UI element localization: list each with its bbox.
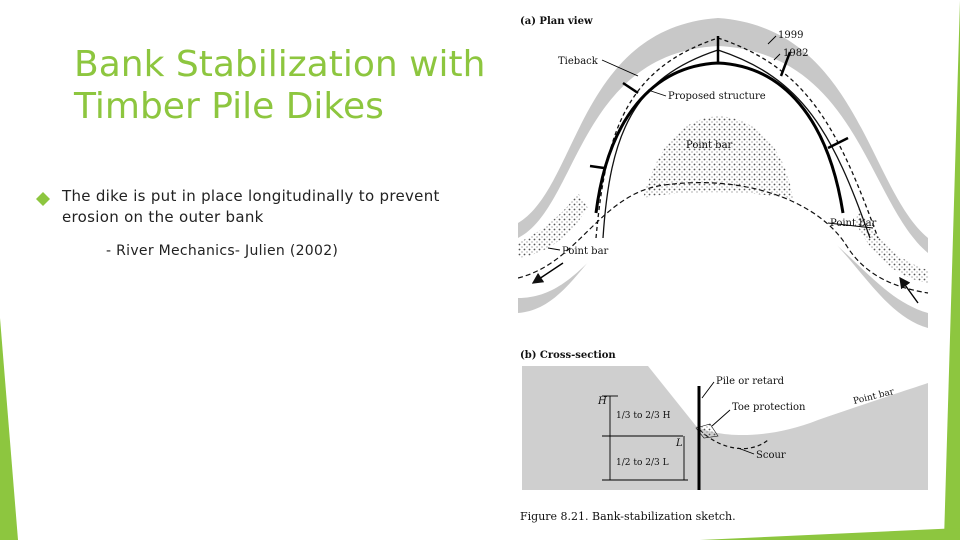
label-scour: Scour <box>756 450 786 461</box>
plan-view: (a) Plan view 1999 1982 Tieback Proposed… <box>518 16 929 328</box>
point-bar-right <box>856 208 928 283</box>
slide-title: Bank Stabilization with Timber Pile Dike… <box>74 44 494 128</box>
leader-pile <box>701 381 715 399</box>
title-line-1: Bank Stabilization with <box>74 44 486 85</box>
leader-scour <box>737 447 755 455</box>
bullet-text: The dike is put in place longitudinally … <box>62 187 440 226</box>
toe-protection <box>695 423 719 439</box>
cross-section: (b) Cross-section Pile or retard Toe pro… <box>520 350 928 523</box>
tieback-lines <box>589 36 849 170</box>
diamond-bullet-icon <box>36 192 50 206</box>
leader-point-bar-left <box>547 247 561 251</box>
label-point-bar-top: Point bar <box>686 140 733 151</box>
citation-text: - River Mechanics- Julien (2002) <box>106 243 339 259</box>
left-accent-stripe <box>0 318 18 540</box>
leader-point-bar-right <box>827 222 874 229</box>
label-1982: 1982 <box>783 48 808 59</box>
flow-arrow-right <box>899 276 919 304</box>
title-line-2: Timber Pile Dikes <box>74 86 384 127</box>
label-pile: Pile or retard <box>716 376 785 387</box>
figure-caption: Figure 8.21. Bank-stabilization sketch. <box>520 510 736 523</box>
right-accent-stripe <box>944 0 960 540</box>
label-point-bar-left: Point bar <box>562 246 609 257</box>
leader-tieback <box>601 59 639 77</box>
leader-1999 <box>767 35 777 45</box>
label-tieback: Tieback <box>558 56 599 67</box>
label-1999: 1999 <box>778 30 803 41</box>
label-point-bar-right: Point bar <box>830 218 877 229</box>
ground-profile <box>522 366 928 490</box>
leader-proposed <box>647 89 667 97</box>
plan-view-label: (a) Plan view <box>520 16 593 27</box>
bottom-accent-band <box>700 528 960 540</box>
point-bar-left <box>518 193 588 258</box>
point-bar-center <box>643 116 793 200</box>
leader-toe <box>711 409 731 427</box>
flow-arrow-left <box>531 262 564 284</box>
label-toe-protection: Toe protection <box>732 402 806 413</box>
label-proposed-structure: Proposed structure <box>668 91 766 102</box>
bank-stabilization-figure: (a) Plan view 1999 1982 Tieback Proposed… <box>518 16 929 523</box>
label-h: H <box>597 396 607 407</box>
cross-section-label: (b) Cross-section <box>520 350 616 361</box>
label-h-ratio: 1/3 to 2/3 H <box>616 411 671 421</box>
bullet-item: The dike is put in place longitudinally … <box>36 186 476 228</box>
leader-1982 <box>773 53 781 61</box>
label-l-ratio: 1/2 to 2/3 L <box>616 458 669 468</box>
label-l: L <box>675 438 683 449</box>
